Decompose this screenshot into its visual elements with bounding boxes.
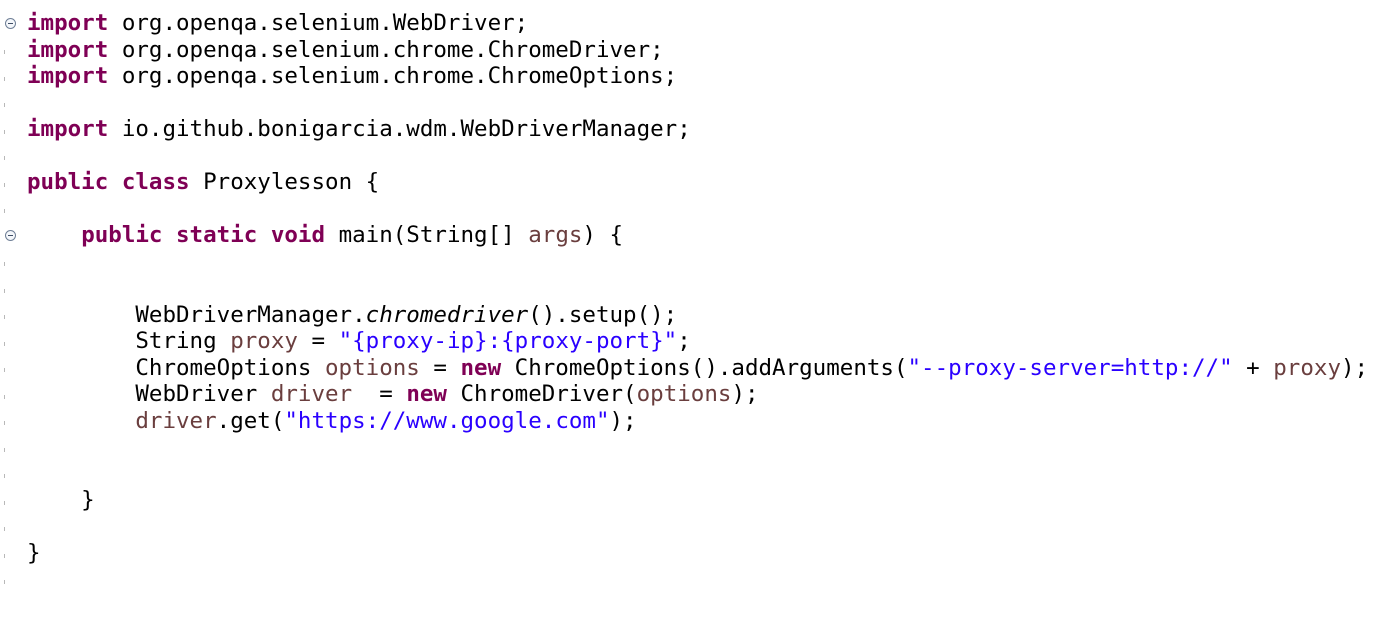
code-text: ); bbox=[1341, 354, 1369, 381]
code-line[interactable]: import org.openqa.selenium.chrome.Chrome… bbox=[27, 37, 1368, 64]
variable-token: driver bbox=[270, 381, 353, 407]
keyword-token: import bbox=[27, 10, 109, 36]
code-text: } bbox=[27, 487, 95, 513]
code-line[interactable]: import io.github.bonigarcia.wdm.WebDrive… bbox=[27, 116, 1368, 143]
code-text: .get( bbox=[216, 407, 285, 434]
code-text: ) { bbox=[582, 222, 624, 248]
line-tick bbox=[4, 209, 5, 213]
keyword-token: public bbox=[81, 222, 163, 248]
code-text: String bbox=[27, 328, 231, 354]
code-text: } bbox=[27, 540, 41, 566]
code-line[interactable]: WebDriverManager.chromedriver().setup(); bbox=[27, 302, 1368, 329]
code-text: = bbox=[297, 328, 339, 354]
code-text bbox=[27, 408, 135, 434]
code-text: io.github.bonigarcia.wdm.WebDriverManage… bbox=[108, 116, 691, 142]
code-line[interactable] bbox=[27, 90, 1368, 117]
line-tick bbox=[4, 103, 5, 107]
line-tick bbox=[4, 342, 5, 346]
code-line[interactable]: driver.get("https://www.google.com"); bbox=[27, 408, 1368, 435]
code-text: ; bbox=[677, 328, 691, 354]
line-tick bbox=[4, 448, 5, 452]
line-tick bbox=[4, 527, 5, 531]
line-tick bbox=[4, 130, 5, 134]
static-method-token: chromedriver bbox=[365, 301, 529, 328]
code-line[interactable] bbox=[27, 461, 1368, 488]
code-text: ); bbox=[731, 381, 759, 407]
code-text bbox=[27, 222, 81, 248]
code-text bbox=[108, 169, 122, 195]
code-text: ChromeOptions bbox=[27, 354, 326, 381]
code-text: Proxylesson { bbox=[189, 169, 380, 195]
code-line[interactable]: ChromeOptions options = new ChromeOption… bbox=[27, 355, 1368, 382]
line-tick bbox=[4, 183, 5, 187]
keyword-token: import bbox=[27, 63, 109, 89]
line-tick bbox=[4, 501, 5, 505]
keyword-token: new bbox=[406, 381, 447, 407]
line-tick bbox=[4, 580, 5, 584]
keyword-token: static bbox=[176, 222, 258, 248]
editor-gutter bbox=[0, 0, 26, 634]
line-tick bbox=[4, 395, 5, 399]
variable-token: proxy bbox=[230, 328, 298, 354]
code-text: ().setup(); bbox=[528, 301, 678, 328]
line-tick bbox=[4, 315, 5, 319]
code-line[interactable]: import org.openqa.selenium.WebDriver; bbox=[27, 10, 1368, 37]
code-text: org.openqa.selenium.WebDriver; bbox=[108, 10, 529, 36]
line-tick bbox=[4, 421, 5, 425]
code-text: = bbox=[419, 354, 461, 381]
code-line[interactable]: String proxy = "{proxy-ip}:{proxy-port}"… bbox=[27, 328, 1368, 355]
code-text: = bbox=[352, 381, 407, 407]
code-text: + bbox=[1232, 354, 1274, 381]
collapse-icon[interactable] bbox=[5, 18, 16, 29]
code-line[interactable] bbox=[27, 196, 1368, 223]
code-line[interactable]: } bbox=[27, 487, 1368, 514]
code-text bbox=[162, 222, 176, 248]
keyword-token: class bbox=[121, 169, 190, 195]
keyword-token: new bbox=[460, 354, 502, 381]
string-literal: "--proxy-server=http://" bbox=[907, 354, 1233, 381]
code-line[interactable] bbox=[27, 514, 1368, 541]
keyword-token: void bbox=[270, 222, 326, 248]
code-text: ChromeDriver( bbox=[446, 381, 637, 407]
source-code[interactable]: import org.openqa.selenium.WebDriver;imp… bbox=[27, 10, 1368, 567]
collapse-icon[interactable] bbox=[5, 230, 16, 241]
line-tick bbox=[4, 156, 5, 160]
variable-token: args bbox=[528, 222, 583, 248]
code-text: main(String[] bbox=[325, 222, 529, 248]
keyword-token: import bbox=[27, 116, 109, 142]
code-line[interactable] bbox=[27, 275, 1368, 302]
code-line[interactable] bbox=[27, 434, 1368, 461]
line-tick bbox=[4, 77, 5, 81]
code-text: WebDriver bbox=[27, 381, 271, 407]
code-line[interactable] bbox=[27, 249, 1368, 276]
line-tick bbox=[4, 50, 5, 54]
string-literal: "{proxy-ip}:{proxy-port}" bbox=[338, 328, 678, 354]
code-text bbox=[257, 222, 271, 248]
code-line[interactable]: import org.openqa.selenium.chrome.Chrome… bbox=[27, 63, 1368, 90]
code-line[interactable]: public static void main(String[] args) { bbox=[27, 222, 1368, 249]
code-text: ChromeOptions().addArguments( bbox=[501, 354, 908, 381]
string-literal: "https://www.google.com" bbox=[284, 407, 610, 434]
variable-token: options bbox=[636, 381, 732, 407]
code-text: WebDriverManager. bbox=[27, 301, 366, 328]
code-line[interactable] bbox=[27, 143, 1368, 170]
line-tick bbox=[4, 289, 5, 293]
line-tick bbox=[4, 262, 5, 266]
line-tick bbox=[4, 554, 5, 558]
keyword-token: public bbox=[27, 169, 109, 195]
code-text: org.openqa.selenium.chrome.ChromeOptions… bbox=[108, 63, 678, 89]
variable-token: options bbox=[325, 354, 420, 381]
code-text: ); bbox=[609, 407, 637, 434]
keyword-token: import bbox=[27, 36, 109, 63]
code-text: org.openqa.selenium.chrome.ChromeDriver; bbox=[108, 36, 664, 63]
variable-token: proxy bbox=[1273, 354, 1341, 381]
code-line[interactable]: public class Proxylesson { bbox=[27, 169, 1368, 196]
line-tick bbox=[4, 474, 5, 478]
code-line[interactable]: } bbox=[27, 540, 1368, 567]
code-line[interactable]: WebDriver driver = new ChromeDriver(opti… bbox=[27, 381, 1368, 408]
variable-token: driver bbox=[135, 407, 217, 434]
line-tick bbox=[4, 368, 5, 372]
